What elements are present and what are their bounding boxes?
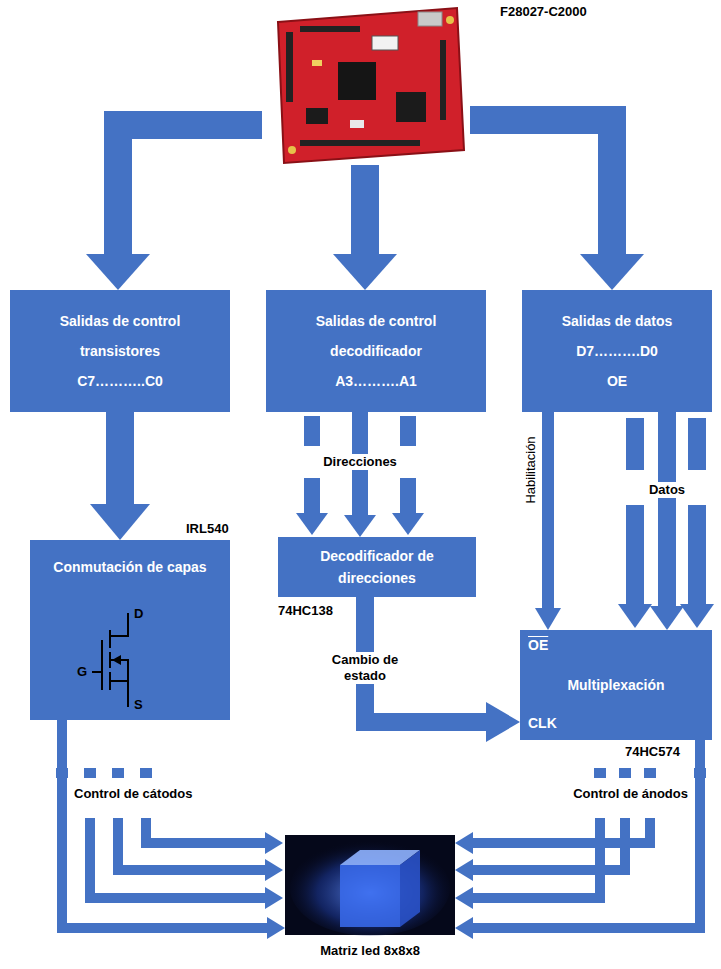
pin-name: CLK (528, 714, 557, 732)
led-matrix-node: Matriz led 8x8x8 (285, 835, 455, 967)
connector-shaft (351, 165, 379, 255)
connector-arrow (333, 165, 397, 290)
anode-lines (455, 768, 706, 909)
box-text: OE (607, 366, 627, 396)
connector-shaft (118, 125, 262, 255)
connector-shaft (542, 412, 554, 609)
connector-label: Control de cátodos (72, 786, 194, 802)
arrow-head (333, 254, 397, 290)
box-text: Conmutación de capas (50, 556, 210, 578)
connector-arrow (535, 412, 561, 630)
process-box: Salidas de control decodificadorA3……….A1 (266, 290, 486, 412)
arrow-head (86, 254, 150, 290)
process-box: Salidas de datosD7……….D0OE (522, 290, 712, 412)
arrow-head (650, 606, 684, 630)
connector-arrow (90, 412, 150, 540)
arrow-head (580, 254, 644, 290)
pin-name: D (134, 606, 143, 622)
connector-arrow (650, 412, 684, 630)
pin-name: S (134, 697, 143, 713)
part-name: 74HC138 (278, 603, 333, 619)
connector-label: Control de ánodos (571, 786, 690, 802)
process-box: Salidas de control transistoresC7………..C0 (10, 290, 230, 412)
arrow-head (486, 702, 520, 742)
box-text: A3……….A1 (335, 366, 417, 396)
board-name: F28027-C2000 (500, 4, 587, 19)
connector-arrow (470, 120, 644, 290)
part-name: 74HC574 (625, 744, 680, 760)
connector-label: Datos (647, 482, 687, 498)
led-cube-illustration (285, 835, 455, 936)
arrow-head (535, 608, 561, 630)
connector-arrow (455, 740, 700, 939)
connector-shaft (106, 412, 134, 505)
arrow-head (455, 917, 473, 939)
box-text: Salidas de datos (562, 306, 672, 336)
box-text: Salidas de control decodificador (296, 306, 456, 366)
connector-shaft (62, 720, 268, 928)
box-text: Multiplexación (520, 676, 712, 694)
box-text: C7………..C0 (77, 366, 163, 396)
board-node: F28027-C2000 (262, 0, 470, 165)
pin-name: OE (528, 636, 548, 654)
box-text: Salidas de control transistores (40, 306, 200, 366)
pin-name: G (77, 664, 87, 680)
arrow-head (344, 515, 376, 537)
connector-shaft (658, 412, 676, 607)
decoder-box: Decodificador de direcciones (278, 537, 476, 597)
arrow-head (90, 504, 150, 540)
box-text: Decodificador de direcciones (298, 545, 456, 589)
connector-arrow (62, 720, 285, 939)
arrow-head (267, 917, 285, 939)
board-illustration (278, 8, 464, 163)
part-name: IRL540 (186, 521, 229, 537)
latch-box: OE MultiplexaciónCLK (520, 630, 712, 740)
switch-box: Conmutación de capas (30, 540, 230, 720)
connector-arrow (344, 412, 376, 537)
figure-caption: Matriz led 8x8x8 (265, 943, 475, 958)
box-text: D7……….D0 (576, 336, 658, 366)
cathode-lines (56, 768, 283, 909)
connector-label: Cambio de estado (323, 652, 407, 684)
connector-shaft (472, 740, 700, 928)
connector-arrow (86, 125, 262, 290)
connector-shaft (470, 120, 612, 255)
connector-label: Direcciones (321, 454, 399, 470)
connector-label: Habilitación (523, 434, 539, 505)
